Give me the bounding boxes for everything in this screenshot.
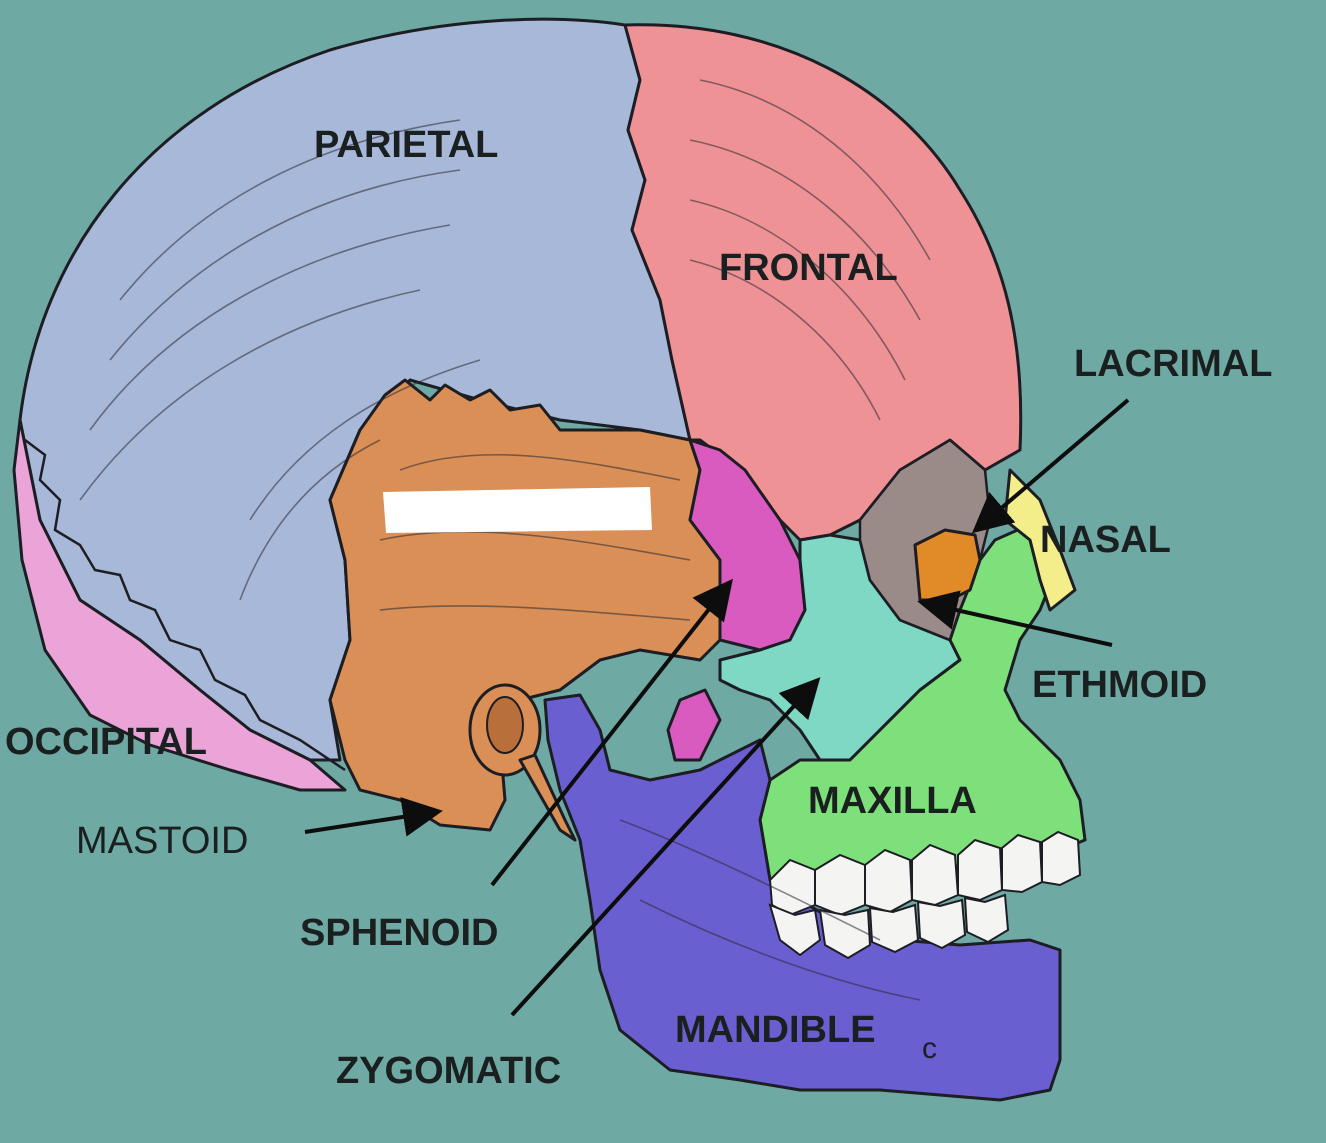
ear-canal-inner bbox=[486, 696, 524, 754]
tooth bbox=[1001, 833, 1044, 894]
occipital-suture bbox=[24, 439, 346, 772]
maxilla-label: MAXILLA bbox=[808, 780, 977, 822]
sphenoid-lower bbox=[666, 688, 722, 762]
tooth bbox=[916, 898, 967, 950]
mastoid-arrow bbox=[304, 797, 443, 837]
lacrimal-bone bbox=[913, 528, 982, 602]
parietal-label: PARIETAL bbox=[314, 124, 498, 166]
occipital-bone bbox=[12, 418, 347, 792]
tooth bbox=[868, 903, 920, 954]
styloid-process bbox=[518, 753, 577, 842]
zygomatic-label: ZYGOMATIC bbox=[336, 1050, 561, 1092]
tooth bbox=[911, 843, 960, 907]
mandible-label: MANDIBLE bbox=[675, 1009, 876, 1051]
tooth bbox=[768, 903, 822, 957]
occipital-label: OCCIPITAL bbox=[5, 721, 207, 763]
white-bar bbox=[383, 487, 652, 533]
zygomatic-arrow bbox=[510, 677, 821, 1017]
frontal-label: FRONTAL bbox=[719, 247, 898, 289]
sphenoid-arrow bbox=[490, 578, 733, 887]
tooth bbox=[1041, 830, 1082, 887]
tooth bbox=[864, 848, 914, 914]
sphenoid-label: SPHENOID bbox=[300, 912, 498, 954]
tooth bbox=[963, 893, 1010, 944]
nasal-label: NASAL bbox=[1040, 519, 1171, 561]
lacrimal-label: LACRIMAL bbox=[1074, 343, 1272, 385]
mastoid-label: MASTOID bbox=[76, 820, 248, 862]
tooth bbox=[818, 908, 872, 960]
ethmoid-arrow bbox=[917, 590, 1113, 647]
mandible-bone bbox=[543, 693, 1062, 1102]
hatch-shading bbox=[79, 79, 931, 1001]
teeth bbox=[768, 830, 1082, 960]
pointer-arrows bbox=[304, 398, 1130, 1017]
ethmoid-label: ETHMOID bbox=[1032, 664, 1207, 706]
tooth bbox=[957, 838, 1004, 902]
mandible-mark: c bbox=[922, 1032, 937, 1065]
lacrimal-arrow bbox=[971, 398, 1130, 534]
